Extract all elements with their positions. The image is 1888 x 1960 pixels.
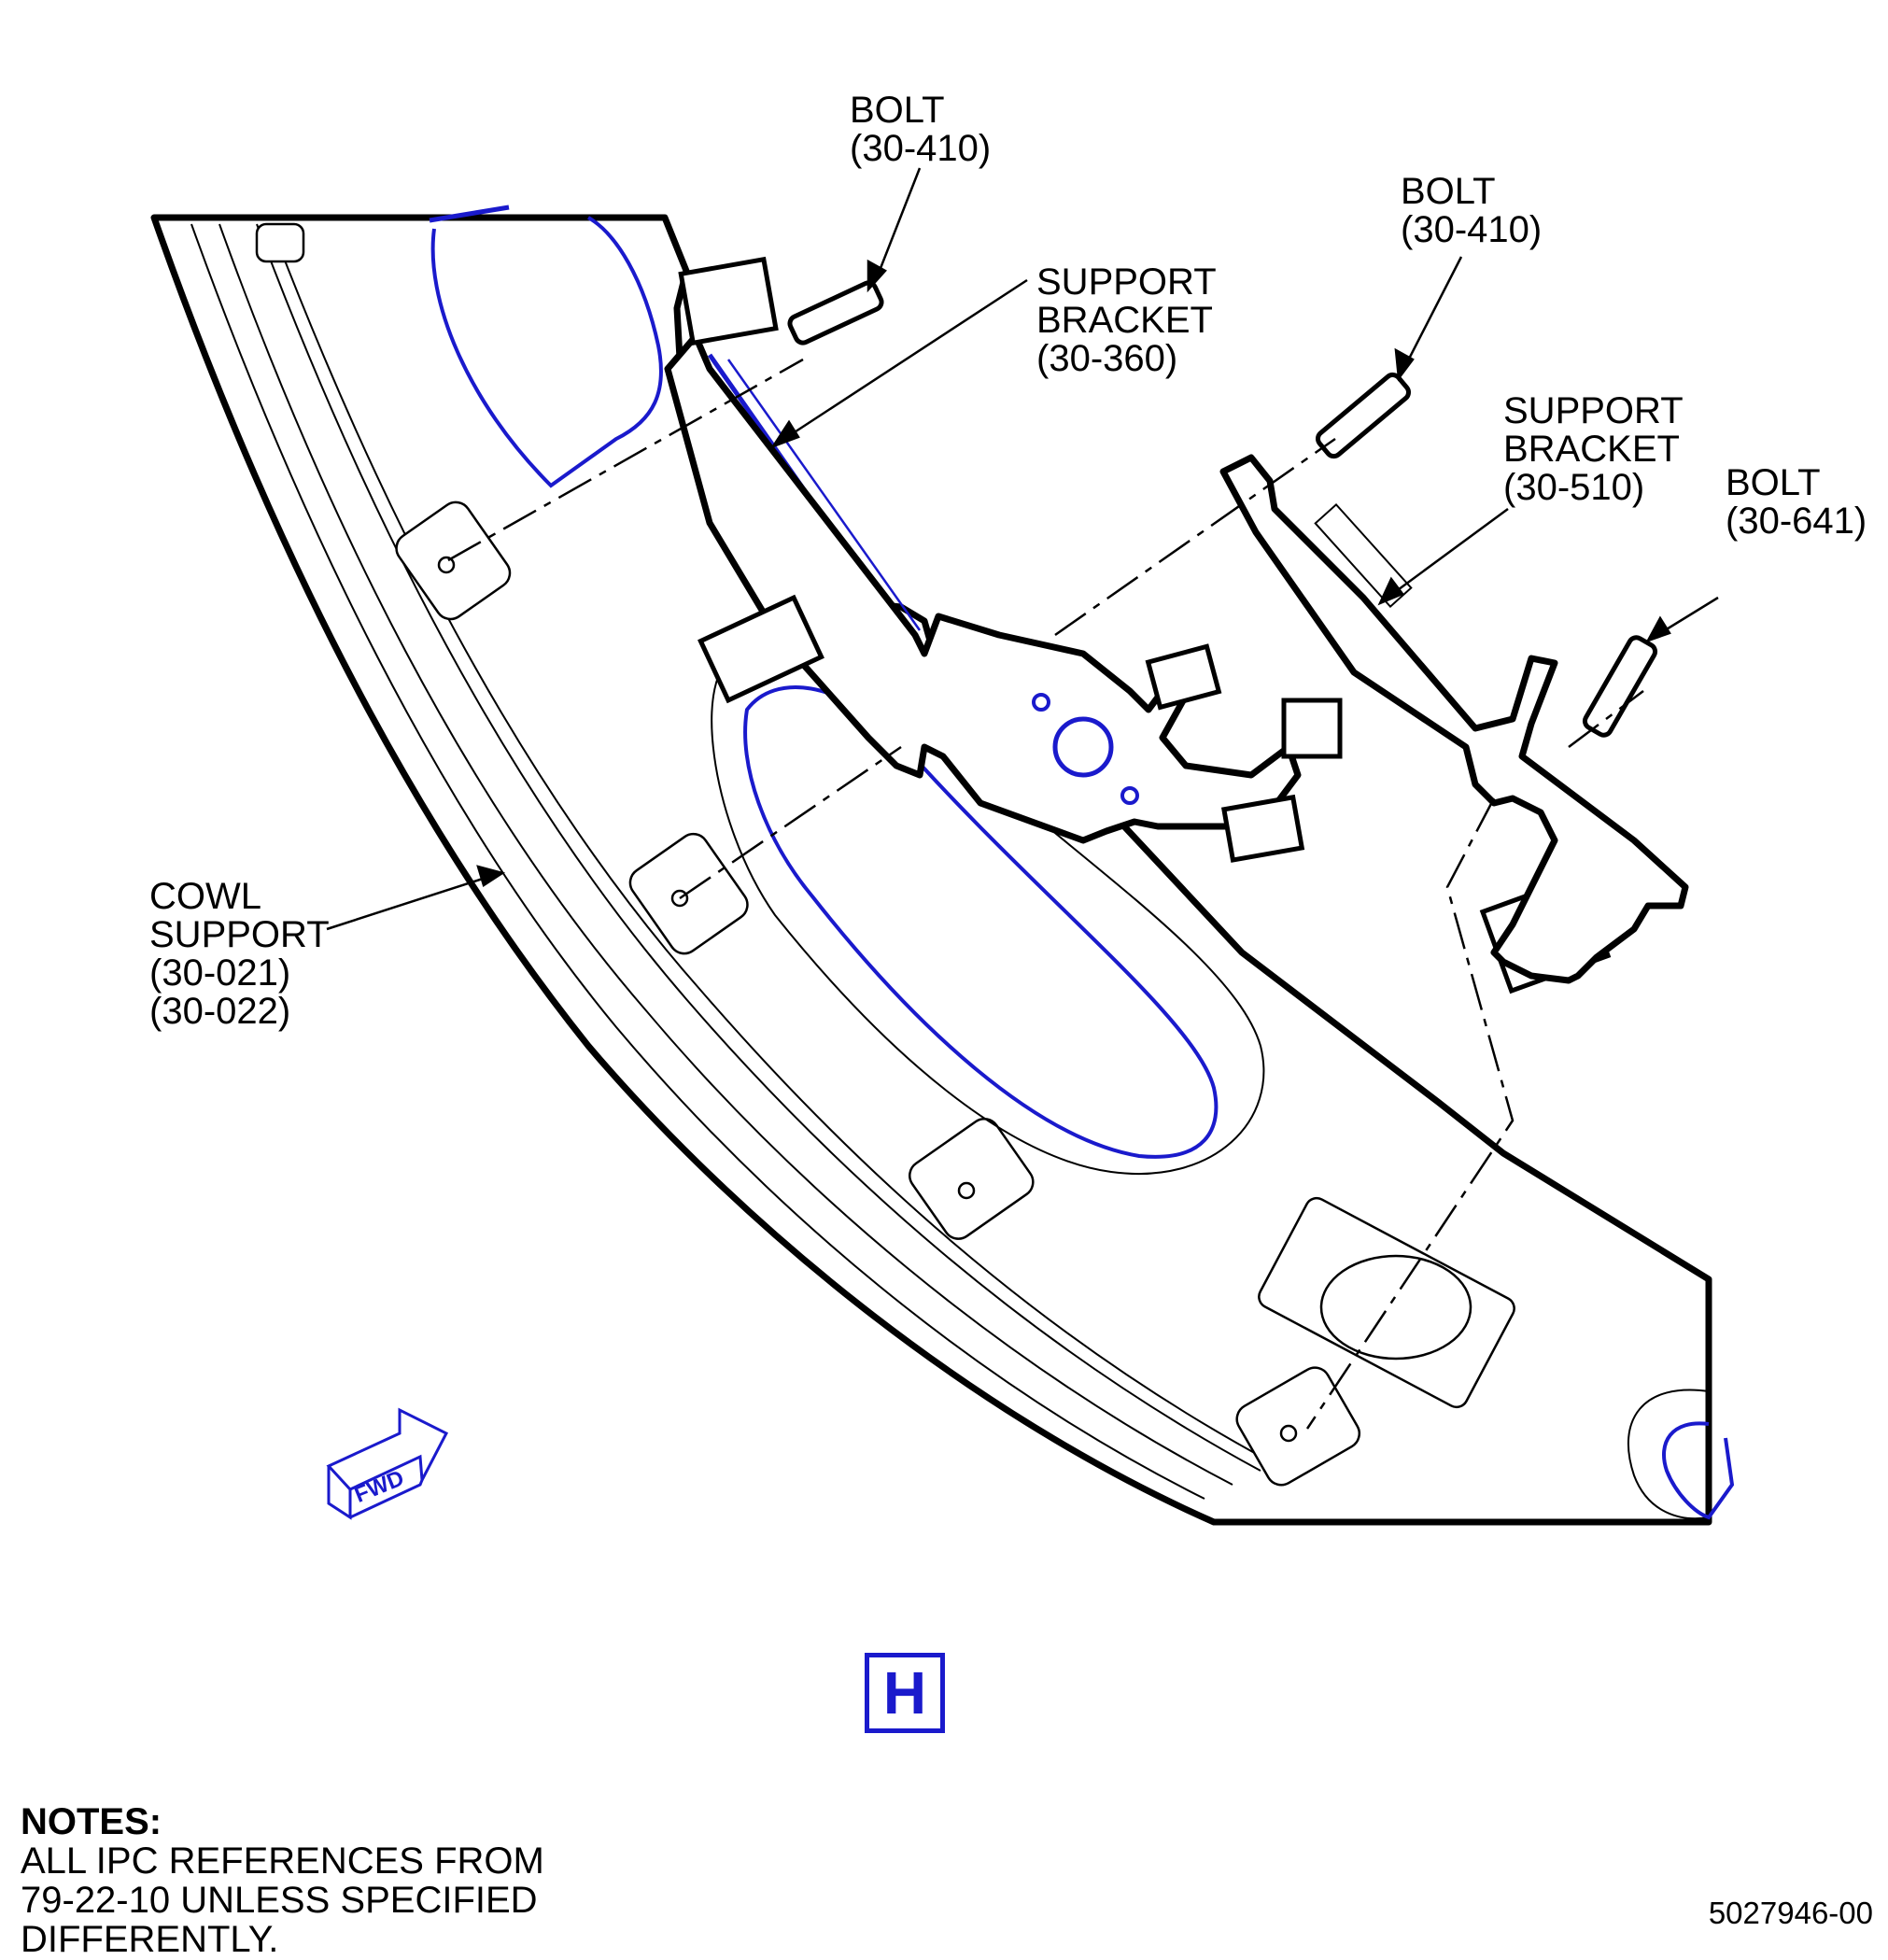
notes-line-3: DIFFERENTLY. (21, 1919, 279, 1960)
callout-name: BOLT (1401, 171, 1496, 212)
callout-line1: COWL (149, 876, 261, 917)
bracket-360-small-hole-2 (1120, 786, 1139, 805)
callout-ref2: (30-022) (149, 991, 291, 1032)
callout-name: BOLT (1726, 462, 1821, 503)
bolt-30-410-mid (1315, 372, 1412, 459)
callout-line1: SUPPORT (1503, 390, 1684, 431)
callout-ref1: (30-021) (149, 952, 291, 994)
notes-title: NOTES: (21, 1801, 162, 1842)
bracket-510-slot (1314, 502, 1413, 609)
callout-line2: SUPPORT (149, 914, 330, 955)
cowl-inner-flange-4 (270, 223, 1271, 1462)
bracket-360-hole (1052, 716, 1114, 778)
corner-cutout (1627, 1389, 1710, 1520)
notes-block: NOTES: ALL IPC REFERENCES FROM 79-22-10 … (21, 1802, 544, 1959)
fastener-pads (255, 222, 1361, 1487)
cowl-inner-flange-3 (256, 223, 1261, 1472)
mounting-plate-hole (1319, 1254, 1472, 1361)
callout-ref: (30-410) (1401, 209, 1543, 250)
callout-bolt-30-410-mid: BOLT (30-410) (1401, 173, 1542, 249)
bracket-360-small-hole-1 (1032, 693, 1050, 712)
mounting-plate (1258, 1196, 1515, 1409)
callout-support-bracket-30-360: SUPPORT BRACKET (30-360) (1036, 263, 1217, 378)
callout-ref: (30-510) (1503, 467, 1645, 508)
callout-ref: (30-360) (1036, 338, 1178, 379)
callout-cowl-support: COWL SUPPORT (30-021) (30-022) (149, 878, 330, 1031)
assembly-center-lines (447, 358, 1644, 1430)
bolt-30-410-top (787, 280, 884, 345)
callout-bolt-30-641: BOLT (30-641) (1726, 464, 1867, 541)
callout-ref: (30-641) (1726, 501, 1867, 542)
notes-line-2: 79-22-10 UNLESS SPECIFIED (21, 1880, 538, 1921)
leader-lines (326, 167, 1719, 931)
callout-ref: (30-410) (850, 128, 992, 169)
support-bracket-510 (1219, 454, 1689, 984)
sheet-id: 5027946-00 (1708, 1896, 1873, 1930)
bolt-30-641 (1582, 635, 1658, 738)
upper-cutout-top-edge (429, 204, 510, 223)
cowl-inner-flange-2 (218, 223, 1233, 1486)
notes-line-1: ALL IPC REFERENCES FROM (21, 1840, 544, 1882)
channel-highlight-2 (726, 359, 922, 631)
callout-name: BOLT (850, 90, 945, 131)
callout-line2: BRACKET (1036, 300, 1213, 341)
callout-line1: SUPPORT (1036, 261, 1217, 303)
support-bracket-360 (664, 332, 1302, 844)
callout-bolt-30-410-top: BOLT (30-410) (850, 92, 991, 168)
cowl-inner-flange-1 (190, 223, 1205, 1500)
upper-cutout-highlight (430, 216, 663, 488)
view-letter-box: H (865, 1653, 945, 1733)
fwd-arrow-icon: FWD (326, 1407, 449, 1520)
cowl-support-outline (150, 214, 1712, 1526)
callout-line2: BRACKET (1503, 429, 1680, 470)
callout-support-bracket-30-510: SUPPORT BRACKET (30-510) (1503, 392, 1684, 507)
corner-cutout-highlight (1662, 1421, 1735, 1520)
